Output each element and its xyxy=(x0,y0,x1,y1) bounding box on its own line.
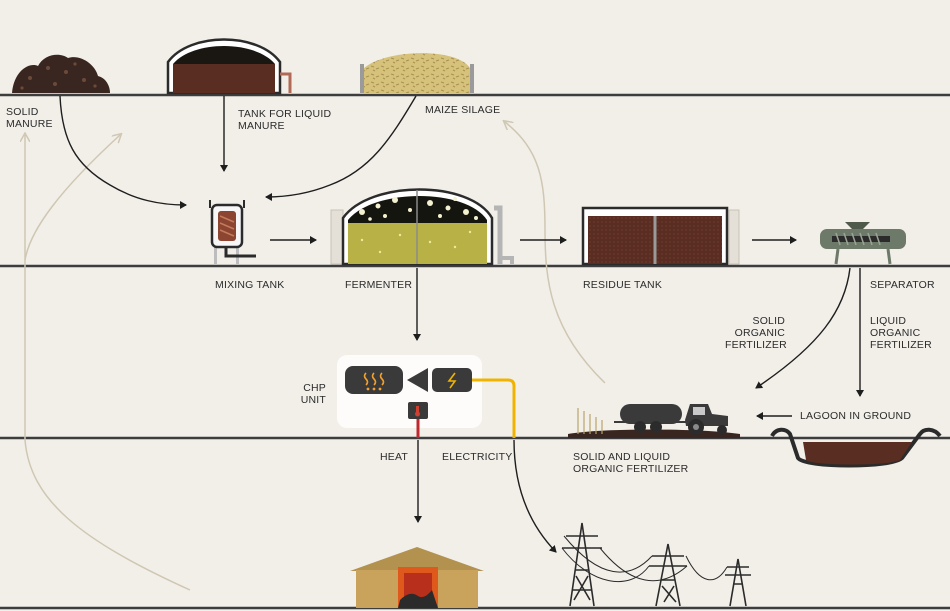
mixing-tank xyxy=(209,200,256,264)
return-arrows xyxy=(25,122,606,591)
energy-lines xyxy=(416,378,516,438)
label-maize-silage: MAIZE SILAGE xyxy=(425,104,501,116)
ground-lines xyxy=(0,93,950,610)
label-solid-liquid-fertilizer: SOLID AND LIQUID ORGANIC FERTILIZER xyxy=(573,451,689,475)
label-chp-unit: CHP UNIT xyxy=(300,382,326,406)
label-liquid-organic-fertilizer: LIQUID ORGANIC FERTILIZER xyxy=(870,315,932,351)
process-arrows xyxy=(59,95,864,553)
label-tank-liquid-manure: TANK FOR LIQUID MANURE xyxy=(238,108,332,132)
label-solid-manure: SOLID MANURE xyxy=(6,106,53,130)
solid-manure-pile xyxy=(12,54,110,93)
liquid-manure-tank xyxy=(166,38,292,95)
power-pylons xyxy=(561,522,751,607)
label-solid-organic-fertilizer: SOLID ORGANIC FERTILIZER xyxy=(725,315,787,351)
label-lagoon-in-ground: LAGOON IN GROUND xyxy=(800,410,912,422)
label-heat: HEAT xyxy=(380,451,409,463)
lagoon xyxy=(770,427,942,468)
chp-unit xyxy=(337,355,482,428)
label-residue-tank: RESIDUE TANK xyxy=(583,279,663,291)
label-fermenter: FERMENTER xyxy=(345,279,413,291)
label-mixing-tank: MIXING TANK xyxy=(215,279,285,291)
residue-tank xyxy=(581,206,740,266)
label-separator: SEPARATOR xyxy=(870,279,935,291)
separator xyxy=(820,222,906,265)
tractor-spreader xyxy=(568,404,740,438)
label-electricity: ELECTRICITY xyxy=(442,451,513,463)
fermenter xyxy=(330,188,514,266)
maize-silage-store xyxy=(360,53,474,93)
barn xyxy=(350,547,484,608)
